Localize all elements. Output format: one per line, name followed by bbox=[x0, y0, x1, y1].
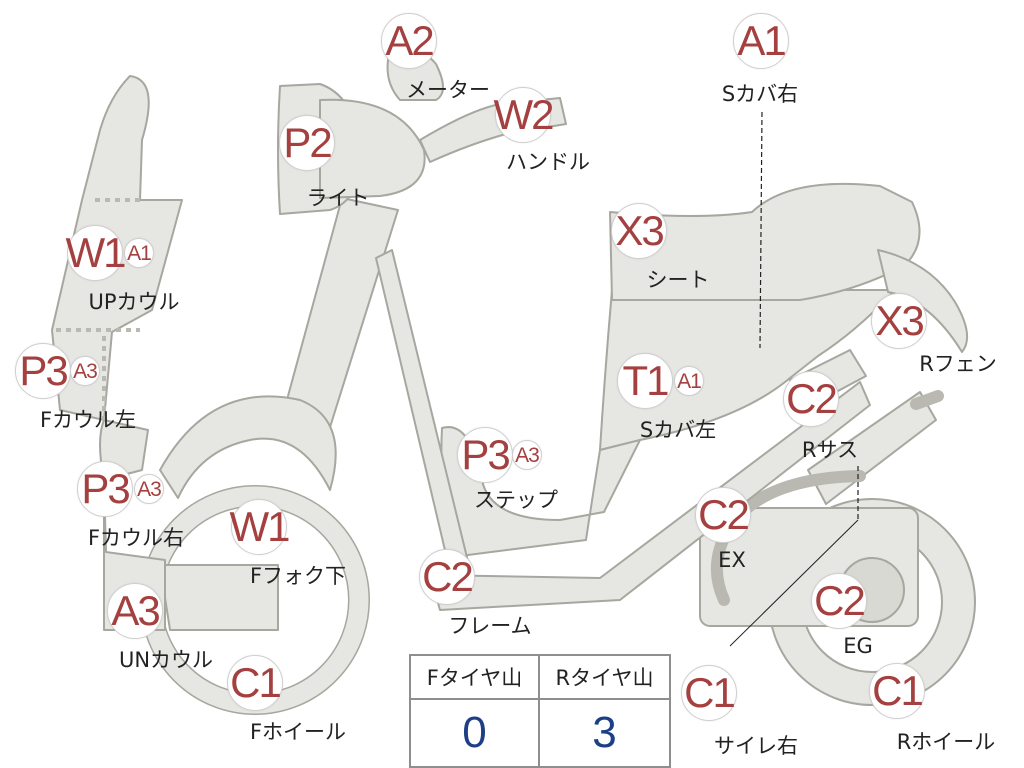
part-label: ステップ bbox=[474, 488, 558, 512]
front-fender bbox=[159, 395, 337, 499]
code-badge: W1 bbox=[66, 225, 127, 281]
code-badge: P3 bbox=[77, 461, 133, 517]
code-badge: C2 bbox=[695, 487, 751, 543]
leader-s-cover-right bbox=[759, 111, 763, 349]
part-label: メーター bbox=[406, 78, 490, 102]
front-fork-lower bbox=[159, 564, 279, 631]
part-label: Rホイール bbox=[896, 730, 996, 754]
tire-tread-table: Fタイヤ山 Rタイヤ山 0 3 bbox=[409, 654, 671, 768]
down-tube bbox=[375, 249, 473, 581]
part-label: Sカバ右 bbox=[721, 82, 799, 106]
leader-muffler-right bbox=[729, 519, 859, 647]
code-badge: A3 bbox=[107, 583, 163, 639]
code-badge: C2 bbox=[811, 573, 867, 629]
code-badge: T1 bbox=[617, 353, 673, 409]
part-label: Sカバ左 bbox=[639, 418, 717, 442]
code-badge: W1 bbox=[230, 499, 291, 555]
part-label: EG bbox=[843, 634, 873, 658]
code-badge: C1 bbox=[681, 665, 737, 721]
part-label: フレーム bbox=[448, 614, 532, 638]
code-badge: P2 bbox=[279, 115, 335, 171]
sub-code-badge: A1 bbox=[124, 238, 154, 268]
part-label: UNカウル bbox=[118, 648, 214, 672]
sub-code-badge: A1 bbox=[674, 366, 704, 396]
exhaust-tip bbox=[910, 390, 944, 410]
code-badge: X3 bbox=[611, 203, 667, 259]
sub-code-badge: A3 bbox=[512, 440, 542, 470]
part-label: Fフォク下 bbox=[249, 564, 347, 588]
part-label: サイレ右 bbox=[714, 734, 798, 758]
front-tire-value: 0 bbox=[411, 700, 540, 766]
rear-tire-header: Rタイヤ山 bbox=[540, 656, 669, 700]
code-badge: C2 bbox=[783, 371, 839, 427]
seat bbox=[609, 182, 921, 301]
sub-code-badge: A3 bbox=[70, 356, 100, 386]
sub-code-badge: A3 bbox=[134, 474, 164, 504]
side-cover bbox=[599, 289, 896, 451]
code-badge: A1 bbox=[733, 13, 789, 69]
code-badge: P3 bbox=[457, 427, 513, 483]
code-badge: C1 bbox=[869, 663, 925, 719]
code-badge: A2 bbox=[381, 13, 437, 69]
code-badge: P3 bbox=[15, 343, 71, 399]
part-label: Fカウル右 bbox=[87, 526, 185, 550]
rear-tire-value: 3 bbox=[592, 708, 617, 757]
front-tire-header: Fタイヤ山 bbox=[411, 656, 540, 700]
part-label: EX bbox=[718, 548, 746, 572]
part-label: Rフェン bbox=[919, 352, 997, 376]
part-label: Fホイール bbox=[249, 720, 347, 744]
code-badge: C2 bbox=[419, 549, 475, 605]
code-badge: C1 bbox=[227, 655, 283, 711]
part-label: ハンドル bbox=[506, 150, 590, 174]
part-label: UPカウル bbox=[88, 290, 180, 314]
code-badge: W2 bbox=[494, 87, 555, 143]
frame-rail bbox=[429, 381, 871, 611]
part-label: ライト bbox=[306, 186, 370, 210]
part-label: シート bbox=[646, 268, 710, 292]
part-label: Fカウル左 bbox=[39, 408, 137, 432]
part-label: Rサス bbox=[801, 438, 859, 462]
code-badge: X3 bbox=[871, 293, 927, 349]
